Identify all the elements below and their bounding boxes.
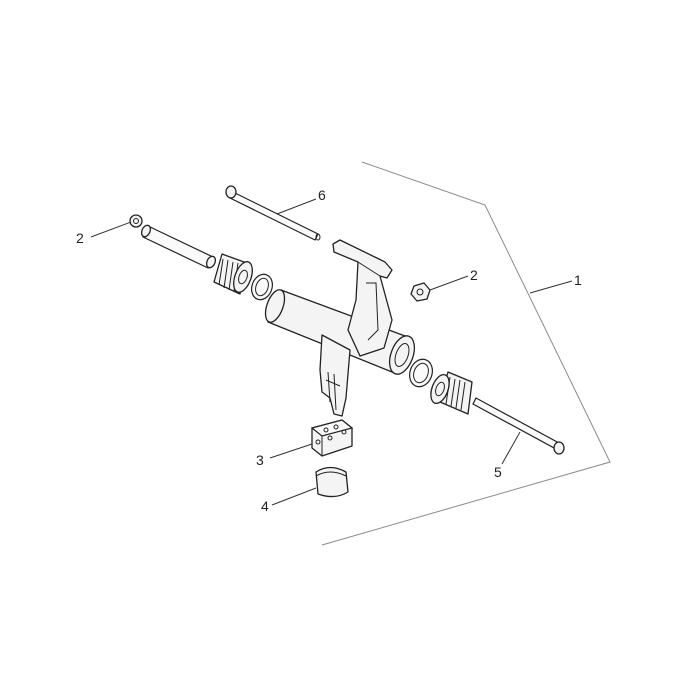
callout-labels: 6 2 2 1 3 4 5 xyxy=(76,187,582,514)
callout-3: 3 xyxy=(256,452,264,468)
part-2-right-nut xyxy=(410,282,431,302)
right-snap-ring xyxy=(409,358,433,388)
leader-2-right xyxy=(429,275,469,291)
left-roller xyxy=(213,253,253,295)
part-6-long-bolt xyxy=(225,185,321,241)
callout-1: 1 xyxy=(574,272,582,288)
callout-6: 6 xyxy=(318,187,326,203)
leader-1 xyxy=(529,280,573,294)
callout-2-left: 2 xyxy=(76,230,84,246)
leader-lines xyxy=(90,198,573,506)
left-pin xyxy=(140,224,217,269)
leader-3 xyxy=(269,443,313,459)
part-2-left-nut xyxy=(129,214,143,228)
main-body-leg xyxy=(319,334,351,417)
right-roller xyxy=(430,371,473,415)
callout-4: 4 xyxy=(261,498,269,514)
part-5-right-bolt xyxy=(472,397,565,455)
leader-2-left xyxy=(90,221,132,238)
part-4-cap xyxy=(315,466,349,498)
left-snap-ring xyxy=(251,273,273,301)
assembly-frame xyxy=(321,161,611,546)
leader-5 xyxy=(501,431,521,465)
callout-2-right: 2 xyxy=(470,267,478,283)
callout-5: 5 xyxy=(494,464,502,480)
leader-6 xyxy=(276,198,317,215)
part-3-block-insert xyxy=(310,419,354,457)
leader-4 xyxy=(271,487,317,506)
main-body-handle xyxy=(332,239,393,357)
